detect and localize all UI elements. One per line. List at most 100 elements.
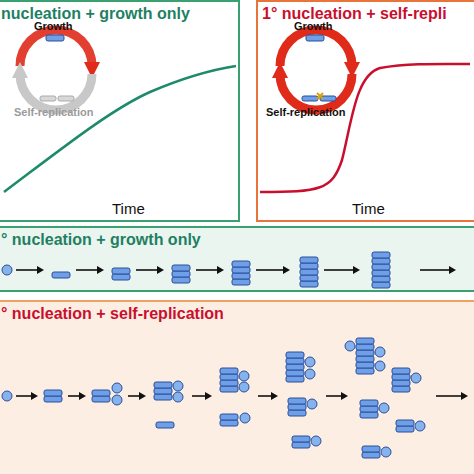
- aggregation-sequence: [2, 252, 468, 458]
- monomer: [375, 361, 385, 371]
- monomer: [2, 391, 12, 401]
- fibril-block: [288, 410, 306, 416]
- fibril-block: [288, 404, 306, 410]
- fibril-block: [286, 352, 304, 358]
- monomer: [311, 436, 321, 446]
- fibril-block: [292, 442, 310, 448]
- step-arrow: [436, 395, 463, 397]
- step-arrow: [192, 395, 207, 397]
- sigmoid-curve: [260, 64, 470, 192]
- fibril-block: [392, 374, 410, 380]
- arrow-head: [449, 266, 456, 274]
- process-label: Growth: [34, 20, 73, 32]
- fibril-block: [220, 374, 238, 380]
- axis-label: Time: [352, 200, 385, 217]
- step-arrow: [76, 269, 99, 271]
- step-arrow: [196, 269, 219, 271]
- fibril-block: [356, 356, 374, 362]
- arrow-head: [31, 392, 38, 400]
- monomer: [173, 392, 183, 402]
- fibril-block: [372, 282, 390, 288]
- fibril-block: [220, 386, 238, 392]
- fibril-block: [362, 446, 380, 452]
- monomer: [112, 383, 122, 393]
- panel-title: ° nucleation + growth only: [0, 228, 474, 249]
- fibril-block: [112, 268, 130, 274]
- fibril-block: [154, 388, 172, 394]
- cycle-icon: [12, 30, 100, 110]
- arrow-head: [37, 266, 44, 274]
- fibril-block: [232, 267, 250, 273]
- fibril-block: [392, 368, 410, 374]
- process-label: Self-replication: [14, 106, 93, 118]
- axis-label: Time: [112, 200, 145, 217]
- fibril-block: [220, 380, 238, 386]
- fibril-block: [286, 358, 304, 364]
- monomer: [345, 341, 355, 351]
- arrow-head: [139, 392, 146, 400]
- fibril-block: [396, 420, 414, 426]
- arrow-head: [205, 392, 212, 400]
- monomer: [305, 357, 315, 367]
- fibril-block: [356, 350, 374, 356]
- fibril-block: [220, 414, 238, 420]
- panel-title: 1° nucleation + self-repli: [258, 2, 474, 23]
- fibril-block: [154, 382, 172, 388]
- monomer: [112, 395, 122, 405]
- fibril-block: [372, 252, 390, 258]
- panel-title: nucleation + growth only: [0, 2, 238, 23]
- fibril-block: [300, 281, 318, 287]
- process-label: Growth: [294, 20, 333, 32]
- fibril-block: [286, 370, 304, 376]
- panel-title: ° nucleation + self-replication: [0, 302, 474, 323]
- monomer: [239, 371, 249, 381]
- monomer: [173, 381, 183, 391]
- arrow-head: [217, 266, 224, 274]
- step-arrow: [258, 395, 273, 397]
- arrow-head: [461, 392, 468, 400]
- fibril-block: [232, 279, 250, 285]
- step-arrow: [16, 395, 33, 397]
- process-label: Self-replication: [266, 106, 345, 118]
- cycle-icon: [272, 30, 360, 110]
- monomer: [305, 369, 315, 379]
- fibril-block: [372, 264, 390, 270]
- monomer: [240, 413, 250, 423]
- step-arrow: [136, 269, 159, 271]
- fibril-block: [356, 362, 374, 368]
- fibril-block: [92, 390, 110, 396]
- monomer: [239, 382, 249, 392]
- fibril-block: [392, 386, 410, 392]
- fibril-block: [300, 257, 318, 263]
- step-arrow: [16, 269, 39, 271]
- fibril-block: [360, 412, 378, 418]
- monomer: [415, 421, 425, 431]
- fibril-block: [172, 265, 190, 271]
- fibril-block: [396, 426, 414, 432]
- monomer: [411, 373, 421, 383]
- arrow-head: [283, 266, 290, 274]
- fibril-block: [172, 271, 190, 277]
- fibril-block: [172, 277, 190, 283]
- fibril-block: [286, 364, 304, 370]
- fibril-block: [292, 436, 310, 442]
- fibril-block: [372, 270, 390, 276]
- fibril-block: [372, 276, 390, 282]
- fibril-block: [392, 380, 410, 386]
- monomer: [307, 399, 317, 409]
- fibril-block: [356, 368, 374, 374]
- fibril-block: [232, 261, 250, 267]
- fibril-block: [112, 274, 130, 280]
- band-ground: [0, 300, 474, 474]
- fibril-block: [300, 263, 318, 269]
- growth-curve: [4, 66, 236, 192]
- fibril-block: [52, 272, 70, 278]
- step-arrow: [256, 269, 285, 271]
- fibril-block: [44, 396, 62, 402]
- fibril-block: [356, 344, 374, 350]
- fibril-block: [286, 376, 304, 382]
- scheme-band: ° nucleation + growth only: [0, 226, 474, 292]
- monomer: [375, 347, 385, 357]
- arrow-head: [157, 266, 164, 274]
- fibril-block: [288, 398, 306, 404]
